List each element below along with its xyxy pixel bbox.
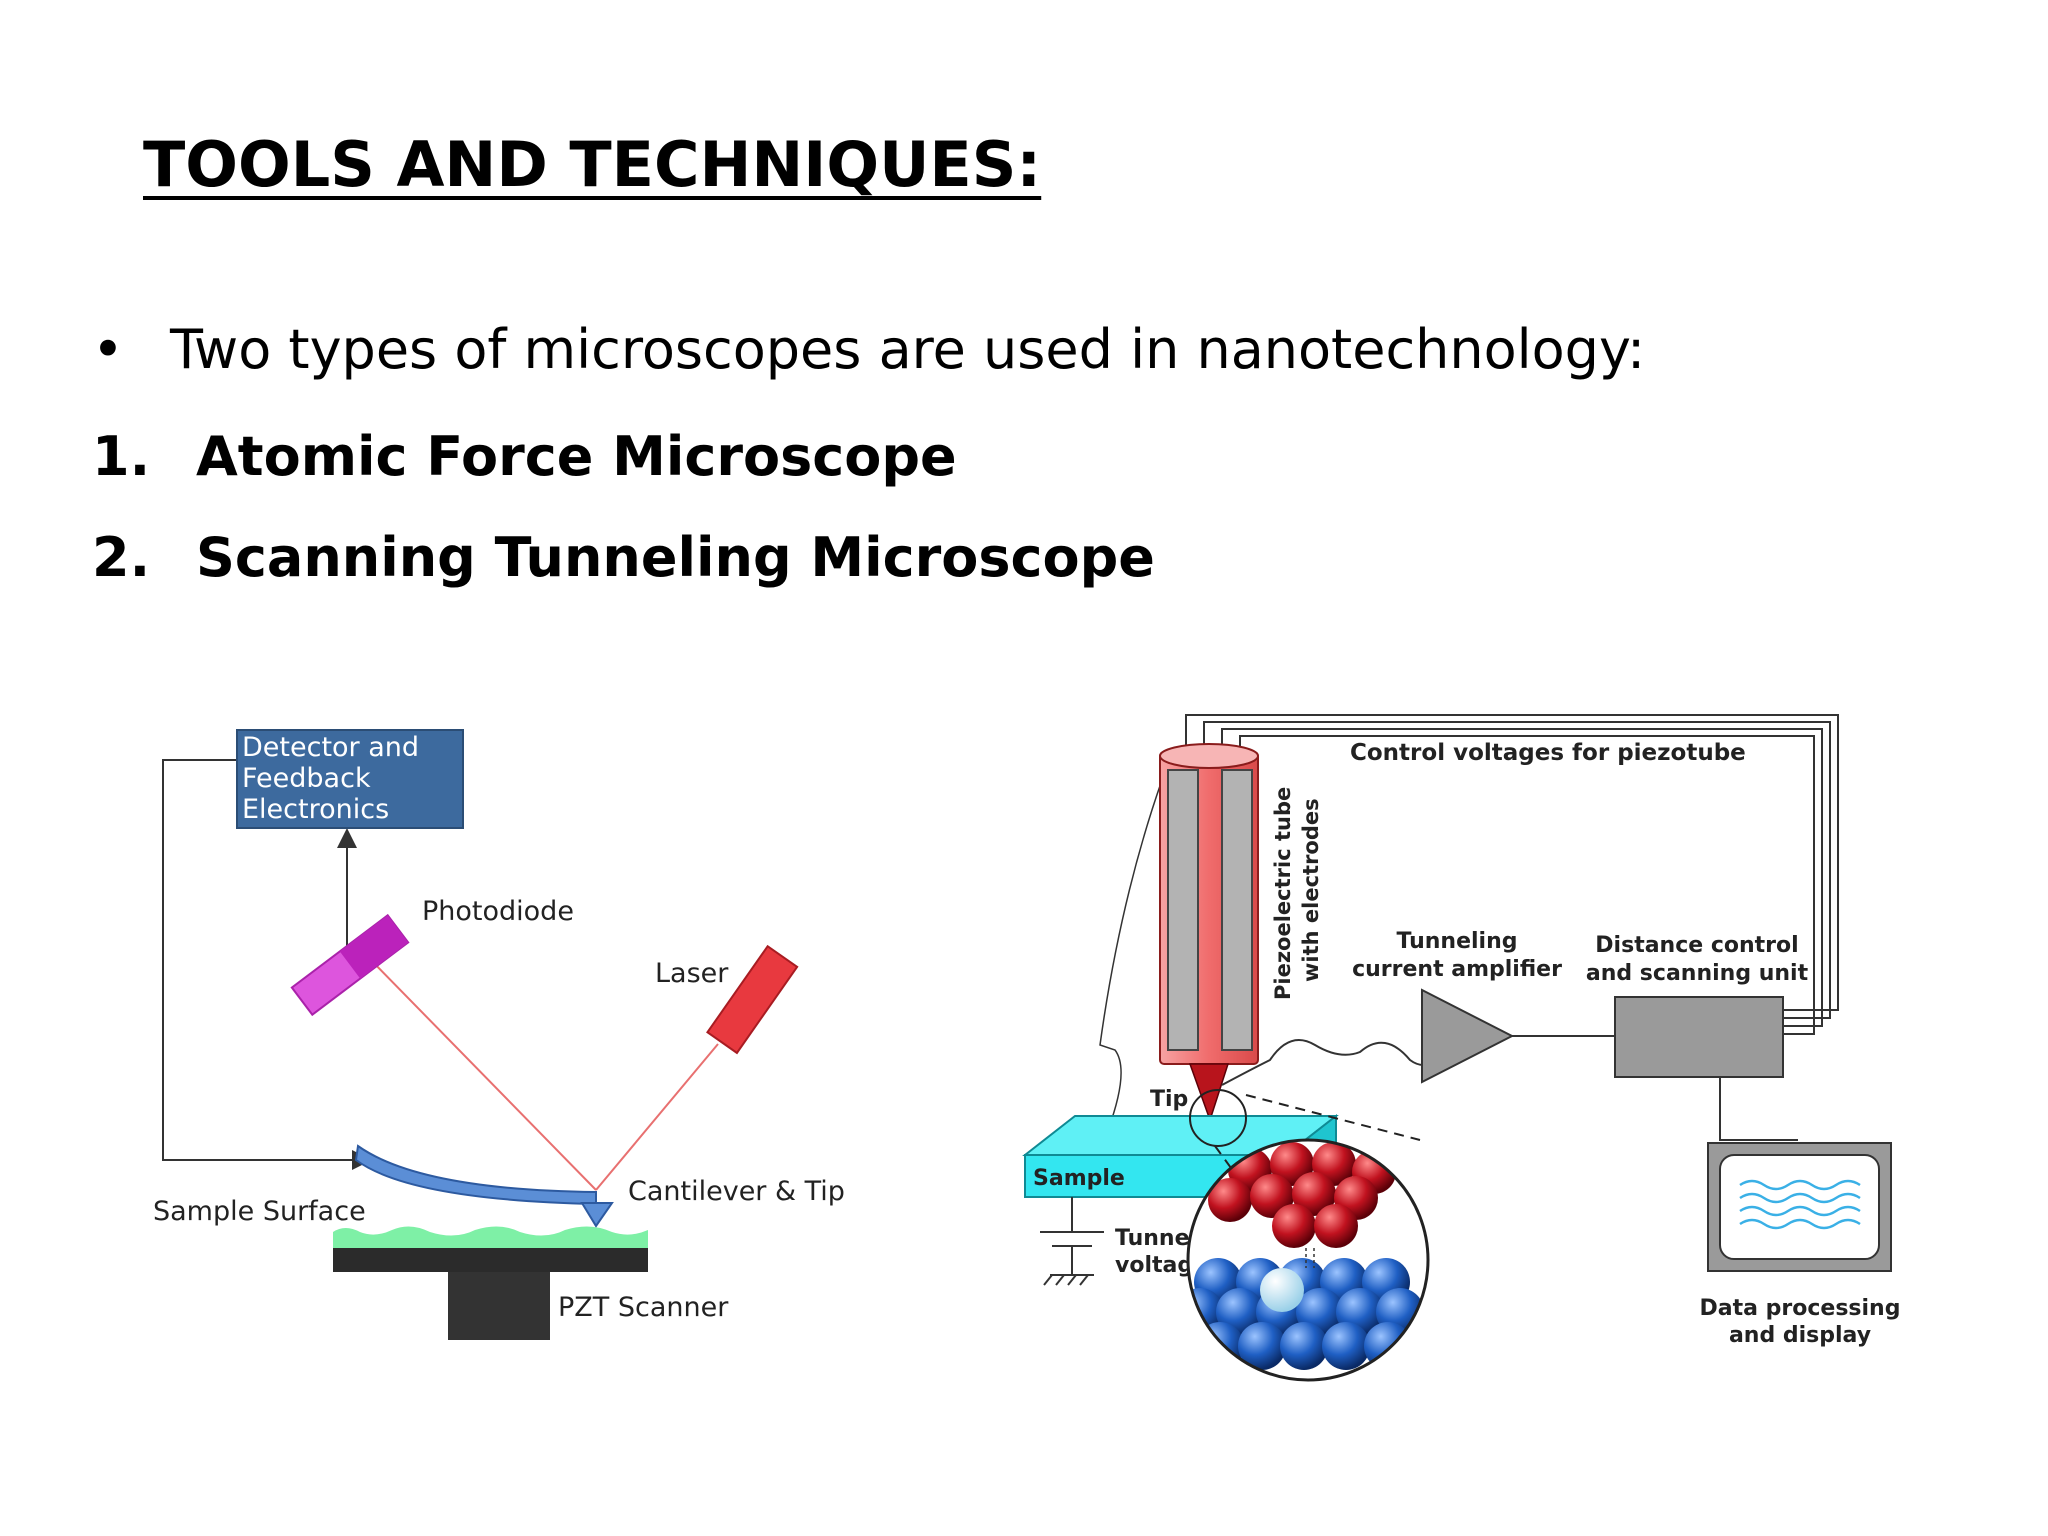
bullet-text: Two types of microscopes are used in nan… [170, 318, 1646, 381]
ground-symbol [1040, 1197, 1104, 1286]
list-item-afm: 1. Atomic Force Microscope [92, 425, 957, 488]
piezo-label-line2: with electrodes [1299, 798, 1323, 982]
detector-label-line2: Feedback [242, 763, 371, 794]
laser-beam-reflected [367, 956, 597, 1191]
sample-surface-label: Sample Surface [153, 1196, 366, 1227]
photodiode-label: Photodiode [422, 896, 574, 927]
bullet-icon: • [92, 318, 124, 381]
distance-control-box [1614, 996, 1784, 1078]
piezo-label-line1: Piezoelectric tube [1271, 787, 1295, 1000]
slide-title: TOOLS AND TECHNIQUES: [143, 128, 1042, 201]
bullet-line: • Two types of microscopes are used in na… [92, 318, 1645, 381]
sample-base [333, 1248, 648, 1272]
display-wire [1719, 1077, 1798, 1141]
distance-label-line1: Distance control [1595, 933, 1798, 958]
sample-atoms [1188, 1258, 1424, 1370]
display-label-line2: and display [1729, 1323, 1871, 1348]
atom-zoom [1186, 1138, 1430, 1382]
laser-label: Laser [655, 958, 729, 989]
signal-wire [1221, 1039, 1478, 1086]
pzt-scanner [448, 1272, 550, 1340]
amplifier-label-line2: current amplifier [1352, 957, 1562, 982]
photodiode-icon [290, 913, 410, 1017]
display-label-line1: Data processing [1700, 1296, 1901, 1321]
list-number: 2. [92, 526, 151, 589]
detector-label-line1: Detector and [242, 732, 419, 763]
amplifier-icon [1421, 988, 1515, 1084]
detector-label-line3: Electronics [242, 794, 389, 825]
list-label: Atomic Force Microscope [196, 425, 957, 488]
tip-highlight-circle [1189, 1089, 1247, 1147]
amplifier-label-line1: Tunneling [1397, 929, 1518, 954]
distance-label-line2: and scanning unit [1586, 961, 1809, 986]
sample-surface [333, 1226, 648, 1250]
piezo-tube-top [1159, 743, 1259, 769]
control-voltage-label: Control voltages for piezotube [1350, 740, 1746, 766]
electrode-right [1221, 769, 1253, 1051]
waveform-icon [1739, 1179, 1861, 1230]
tube-lead [1099, 779, 1163, 1131]
electrode-left [1167, 769, 1199, 1051]
pzt-label: PZT Scanner [558, 1292, 729, 1323]
list-number: 1. [92, 425, 151, 488]
list-item-stm: 2. Scanning Tunneling Microscope [92, 526, 1155, 589]
control-wires [1185, 714, 1839, 1035]
tip-label: Tip [1150, 1087, 1188, 1112]
zoom-guide-top [1245, 1094, 1421, 1141]
detector-box [236, 729, 464, 829]
cantilever-tip [580, 1202, 614, 1228]
cantilever-label: Cantilever & Tip [628, 1176, 845, 1207]
tip-atoms [1208, 1142, 1396, 1248]
feedback-line [162, 759, 372, 1170]
laser-beam-incident [595, 1043, 719, 1191]
list-label: Scanning Tunneling Microscope [196, 526, 1155, 589]
laser-icon [706, 944, 799, 1055]
sample-label: Sample [1033, 1166, 1125, 1191]
